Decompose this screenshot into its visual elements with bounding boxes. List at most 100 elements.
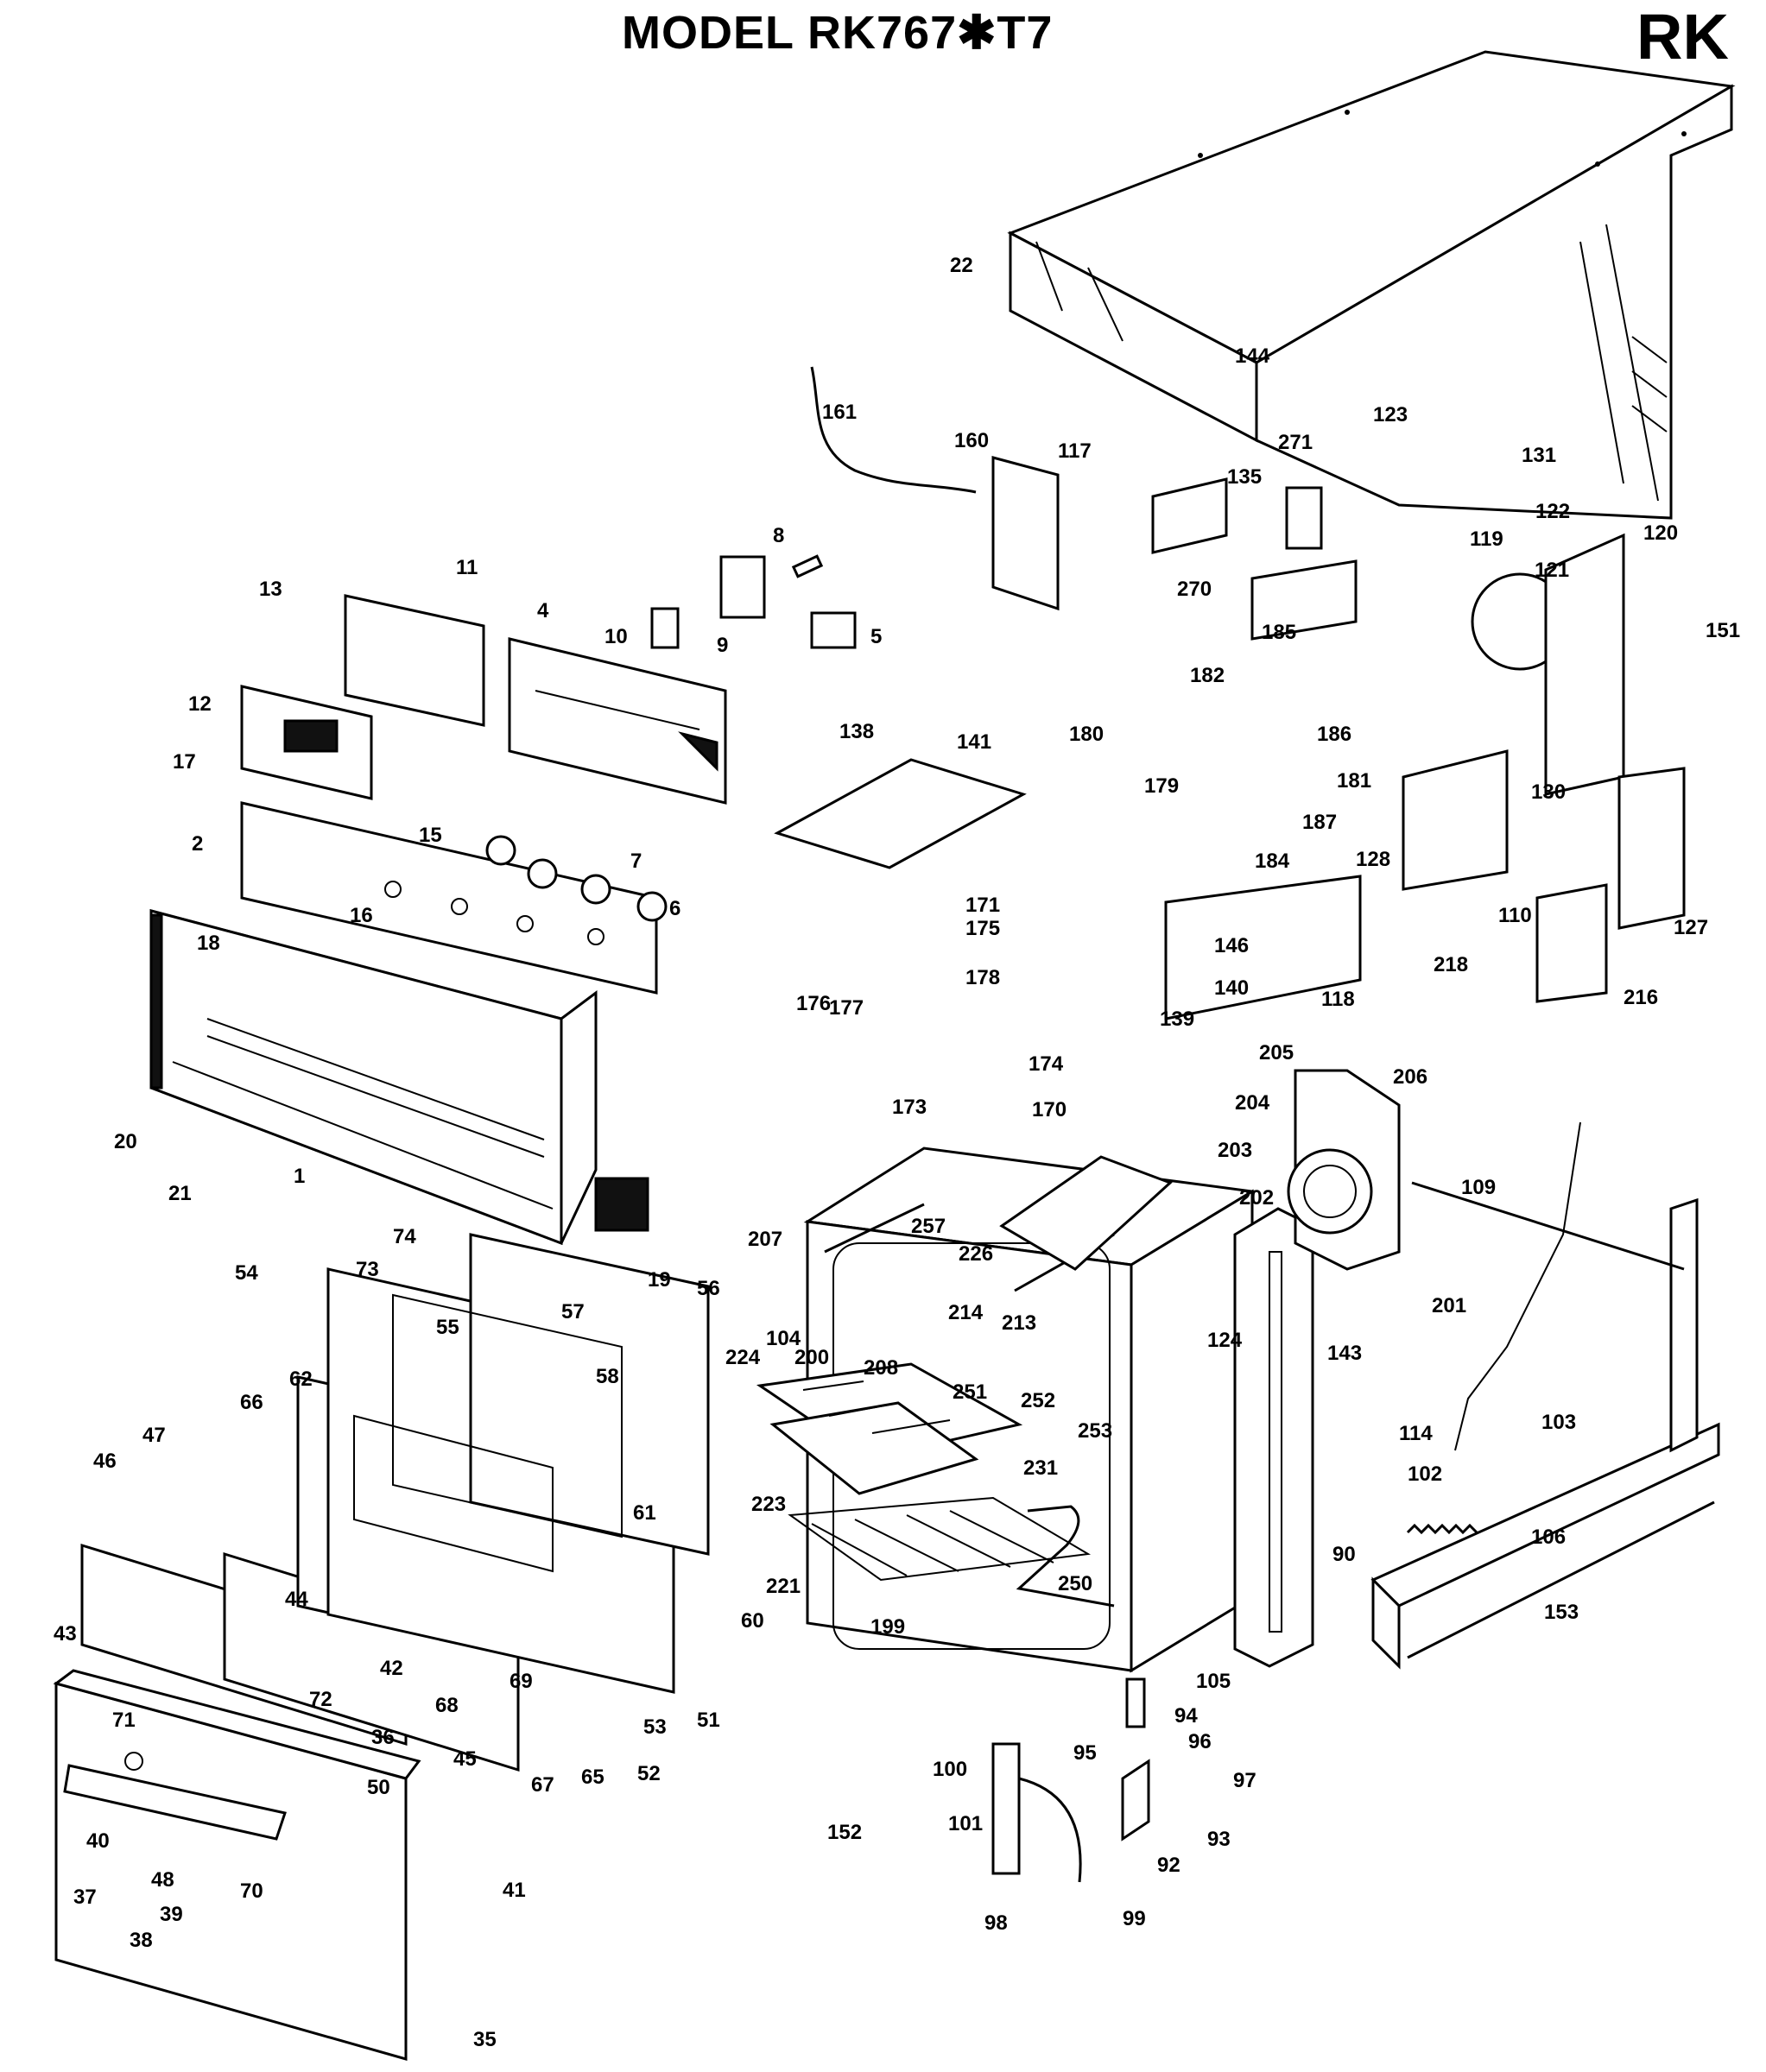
part-number-label: 161	[822, 401, 857, 424]
part-number-label: 71	[112, 1709, 136, 1732]
part-number-label: 57	[561, 1300, 585, 1323]
part-number-label: 50	[367, 1776, 390, 1799]
part-number-label: 143	[1327, 1342, 1362, 1365]
part-number-label: 106	[1531, 1526, 1566, 1549]
control-housing-part	[149, 909, 649, 1246]
part-number-label: 37	[73, 1886, 97, 1909]
part-number-label: 180	[1069, 723, 1104, 746]
part-number-label: 6	[669, 897, 680, 920]
part-number-label: 253	[1078, 1419, 1112, 1443]
part-number-label: 202	[1239, 1186, 1274, 1210]
part-number-label: 141	[957, 730, 991, 754]
part-number-label: 127	[1674, 916, 1708, 939]
part-number-label: 60	[741, 1609, 764, 1633]
part-number-label: 216	[1624, 986, 1658, 1009]
circuit-board-part	[991, 456, 1060, 611]
part-number-label: 94	[1174, 1704, 1198, 1728]
part-number-label: 53	[643, 1715, 667, 1739]
part-number-label: 138	[839, 720, 874, 743]
part-number-label: 13	[259, 578, 282, 601]
part-number-label: 186	[1317, 723, 1351, 746]
part-number-label: 1	[294, 1165, 305, 1188]
part-number-label: 101	[948, 1812, 983, 1835]
part-number-label: 185	[1262, 621, 1296, 644]
part-number-label: 223	[751, 1493, 786, 1516]
part-number-label: 135	[1227, 465, 1262, 489]
part-number-label: 207	[748, 1228, 782, 1251]
door-inner-panels	[80, 1233, 710, 1772]
part-number-label: 9	[717, 634, 728, 657]
part-number-label: 12	[188, 692, 212, 716]
part-number-label: 171	[965, 894, 1000, 917]
part-number-label: 15	[419, 824, 442, 847]
part-number-label: 61	[633, 1501, 656, 1525]
part-number-label: 22	[950, 254, 973, 277]
part-number-label: 56	[697, 1277, 720, 1300]
part-labels: 1245678910111213151617181920212235363738…	[54, 254, 1740, 2051]
part-number-label: 151	[1706, 619, 1740, 642]
part-number-label: 48	[151, 1868, 174, 1892]
clock-part	[240, 685, 373, 800]
blocks-part	[1151, 477, 1358, 641]
bake-element-part	[1016, 1505, 1115, 1608]
part-number-label: 39	[160, 1903, 183, 1926]
part-number-label: 67	[531, 1773, 554, 1797]
oven-door-part	[53, 1669, 421, 2061]
part-number-label: 152	[827, 1821, 862, 1844]
part-number-label: 98	[984, 1911, 1008, 1935]
part-number-label: 252	[1021, 1389, 1055, 1412]
part-number-label: 17	[173, 750, 196, 774]
part-number-label: 175	[965, 917, 1000, 940]
part-number-label: 144	[1235, 344, 1270, 368]
door-glass-panels	[353, 1293, 623, 1573]
part-number-label: 36	[371, 1726, 395, 1749]
convection-housing-part	[1287, 1069, 1401, 1271]
part-number-label: 199	[870, 1615, 905, 1639]
part-number-label: 73	[356, 1258, 379, 1281]
part-number-label: 110	[1498, 904, 1532, 927]
part-number-label: 40	[86, 1829, 110, 1853]
part-number-label: 46	[93, 1450, 117, 1473]
part-number-label: 122	[1535, 500, 1570, 523]
part-number-label: 128	[1356, 848, 1390, 871]
part-number-label: 65	[581, 1766, 604, 1789]
part-number-label: 226	[959, 1242, 993, 1266]
part-number-label: 20	[114, 1130, 137, 1153]
part-number-label: 90	[1332, 1543, 1356, 1566]
part-number-label: 42	[380, 1657, 403, 1680]
part-number-label: 10	[604, 625, 628, 648]
part-number-label: 44	[285, 1588, 308, 1611]
part-number-label: 43	[54, 1622, 77, 1646]
part-number-label: 95	[1073, 1741, 1097, 1765]
rod-part	[1411, 1181, 1685, 1271]
part-number-label: 103	[1541, 1411, 1576, 1434]
oven-rack-part	[788, 1496, 1092, 1582]
shield-boxes-part	[1402, 749, 1686, 1003]
part-number-label: 18	[197, 932, 220, 955]
part-number-label: 177	[829, 996, 864, 1020]
part-number-label: 4	[537, 599, 549, 622]
knobs-part	[485, 835, 668, 922]
part-number-label: 52	[637, 1762, 661, 1785]
part-number-label: 131	[1522, 444, 1556, 467]
part-number-label: 139	[1160, 1008, 1194, 1031]
part-number-label: 153	[1544, 1601, 1579, 1624]
part-number-label: 201	[1432, 1294, 1466, 1317]
part-number-label: 7	[630, 850, 642, 873]
pan-assembly-part	[774, 758, 1362, 1020]
part-number-label: 123	[1373, 403, 1408, 426]
spring-part	[1406, 1523, 1478, 1535]
part-number-label: 174	[1029, 1052, 1064, 1076]
part-number-label: 68	[435, 1694, 459, 1717]
part-number-label: 130	[1531, 780, 1566, 804]
part-number-label: 224	[725, 1346, 761, 1369]
part-number-label: 69	[510, 1670, 533, 1693]
part-number-label: 104	[766, 1327, 801, 1350]
part-number-label: 16	[350, 904, 373, 927]
control-faceplate-part	[240, 801, 658, 995]
part-number-label: 45	[453, 1747, 477, 1771]
part-number-label: 231	[1023, 1456, 1058, 1480]
part-number-label: 96	[1188, 1730, 1212, 1753]
part-number-label: 173	[892, 1096, 927, 1119]
